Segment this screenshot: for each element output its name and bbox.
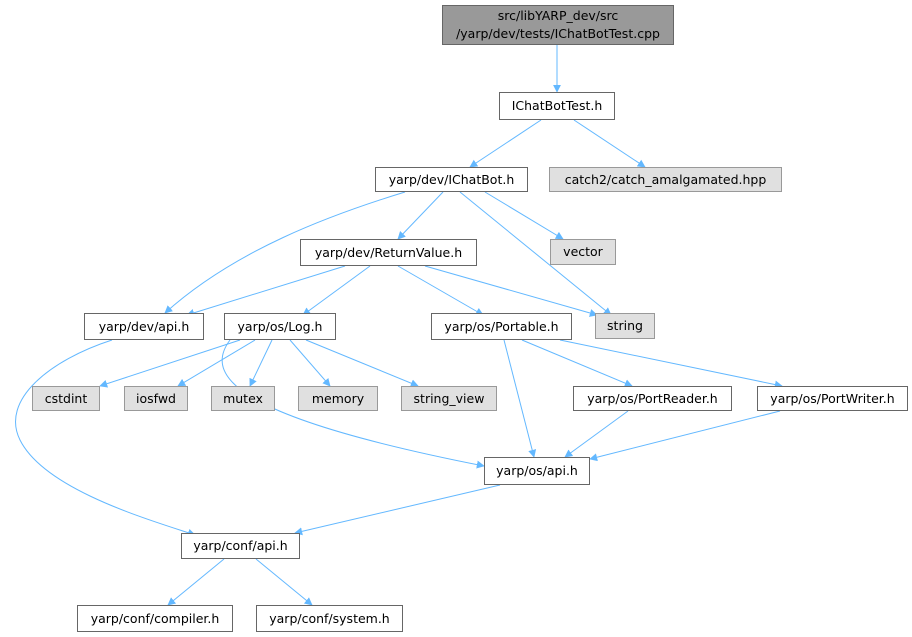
edge-returnvalue-log (302, 265, 371, 316)
edge-log-mutex (249, 339, 273, 387)
edge-portwriter-osapi (589, 410, 781, 462)
node-root-file[interactable]: src/libYARP_dev/src /yarp/dev/tests/ICha… (442, 5, 674, 45)
node-dev-api-h[interactable]: yarp/dev/api.h (84, 313, 204, 340)
node-catch2[interactable]: catch2/catch_amalgamated.hpp (549, 167, 782, 192)
node-iosfwd[interactable]: iosfwd (124, 386, 188, 411)
node-returnvalue-h[interactable]: yarp/dev/ReturnValue.h (300, 239, 477, 266)
node-os-api-h[interactable]: yarp/os/api.h (484, 457, 590, 485)
edge-ichatbot-returnvalue (397, 191, 444, 240)
edge-portable-portwriter (559, 339, 783, 389)
node-portreader-h[interactable]: yarp/os/PortReader.h (573, 386, 732, 411)
edge-log-iosfwd (177, 339, 256, 387)
edge-returnvalue-devapi (186, 265, 346, 317)
node-conf-compiler-h[interactable]: yarp/conf/compiler.h (77, 605, 233, 632)
edge-log-stringview (305, 339, 419, 387)
node-cstdint[interactable]: cstdint (32, 386, 100, 411)
edge-ichatbottest-catch2 (573, 119, 646, 168)
edge-confapi-compiler (167, 558, 225, 606)
edge-ichatbottest-ichatbot (469, 119, 542, 168)
edge-devapi-confapi (15, 339, 196, 537)
node-log-h[interactable]: yarp/os/Log.h (224, 313, 336, 340)
edge-ichatbot-devapi (164, 191, 406, 314)
edge-osapi-confapi (294, 484, 501, 536)
node-vector[interactable]: vector (550, 239, 616, 265)
node-memory[interactable]: memory (298, 386, 378, 411)
node-portwriter-h[interactable]: yarp/os/PortWriter.h (757, 386, 908, 411)
edge-confapi-system (255, 558, 313, 606)
edge-ichatbot-string (459, 191, 612, 316)
node-conf-api-h[interactable]: yarp/conf/api.h (181, 533, 300, 559)
edge-returnvalue-string (424, 265, 598, 317)
edge-returnvalue-portable (397, 265, 484, 316)
node-conf-system-h[interactable]: yarp/conf/system.h (256, 605, 403, 632)
root-file-line1: src/libYARP_dev/src (497, 8, 619, 23)
edge-ichatbot-vector (484, 191, 564, 240)
edge-log-memory (289, 339, 331, 387)
edge-log-cstdint (99, 339, 241, 388)
node-string[interactable]: string (595, 313, 655, 339)
node-string-view[interactable]: string_view (401, 386, 497, 411)
node-ichatbot-h[interactable]: yarp/dev/IChatBot.h (375, 167, 528, 192)
edge-portreader-osapi (564, 410, 629, 458)
node-mutex[interactable]: mutex (211, 386, 275, 411)
root-file-line2: /yarp/dev/tests/IChatBotTest.cpp (456, 26, 660, 41)
node-portable-h[interactable]: yarp/os/Portable.h (431, 313, 572, 340)
edge-portable-portreader (521, 339, 633, 387)
node-ichatbottest-h[interactable]: IChatBotTest.h (499, 92, 615, 120)
edge-portable-osapi (503, 339, 537, 458)
